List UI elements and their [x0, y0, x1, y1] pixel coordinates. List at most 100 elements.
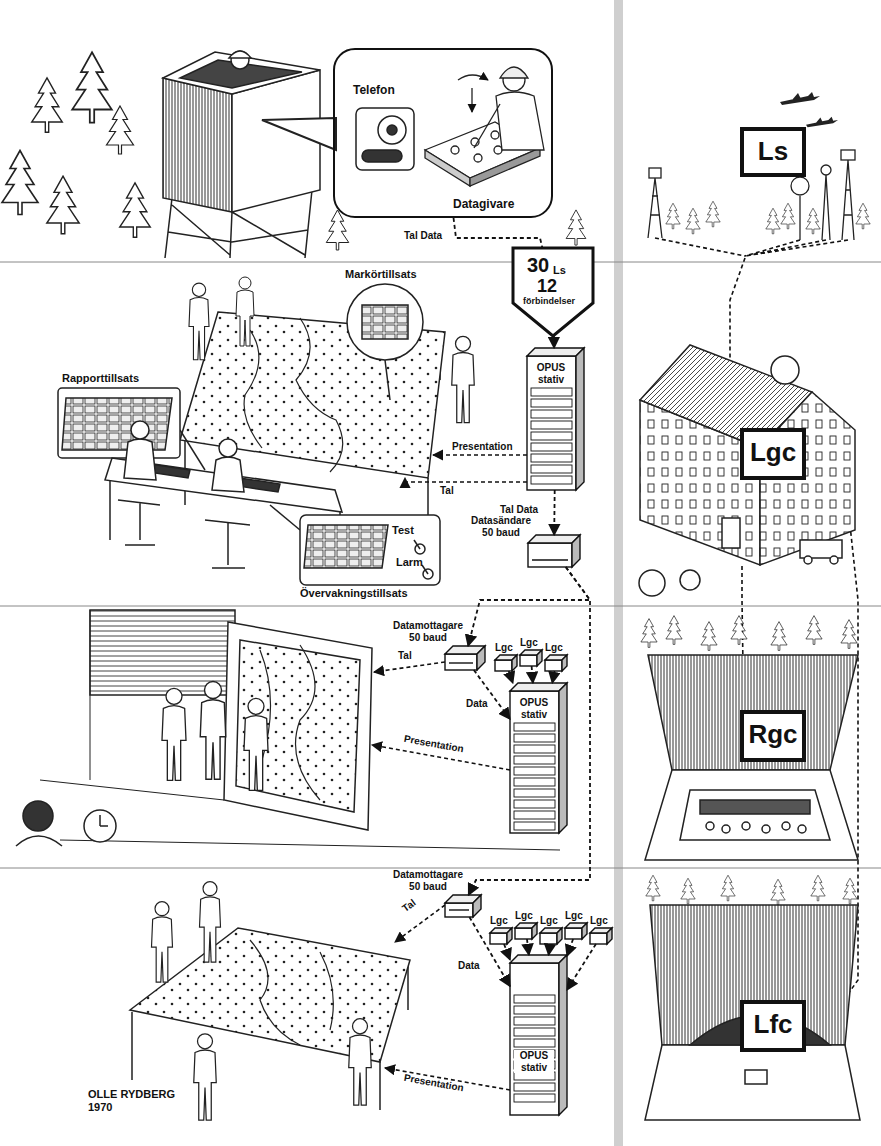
rack-drawer	[514, 723, 555, 731]
section-divider	[0, 868, 881, 869]
rack-drawer	[514, 1028, 555, 1036]
staff	[162, 688, 186, 780]
radar-station	[822, 175, 830, 240]
equipment-rack: OPUS stativ	[510, 683, 567, 833]
annotation: Övervakningstillsats	[300, 587, 408, 600]
forest	[641, 616, 857, 651]
telephone	[356, 108, 414, 170]
staff	[194, 1034, 217, 1120]
operators	[189, 277, 474, 423]
rock-shelter	[645, 655, 858, 860]
operators	[189, 283, 209, 360]
modem-box-outline	[532, 559, 568, 560]
signal-line	[374, 662, 445, 672]
modem-box-outline	[572, 535, 580, 567]
signal-line	[405, 478, 527, 482]
staff	[200, 882, 221, 963]
monitoring-unit	[422, 565, 428, 574]
node-label: Lgc	[590, 915, 608, 927]
equipment-rack-outline	[510, 955, 567, 963]
equipment-rack-outline	[510, 963, 559, 1115]
rack-drawer	[514, 756, 555, 764]
forest	[72, 52, 112, 122]
rock-shelter	[645, 770, 858, 860]
equipment-rack-outline	[510, 955, 567, 1115]
marker-unit	[385, 360, 390, 400]
soldier	[474, 67, 544, 150]
connector	[527, 939, 529, 955]
node-label: Datamottagare 50 baud	[390, 620, 466, 643]
rack-drawer	[531, 432, 572, 440]
aircraft	[780, 92, 820, 105]
lgc-unit: Lgc	[565, 923, 587, 939]
annotation: Presentation	[403, 1072, 465, 1094]
node-label: förbindelser	[523, 296, 575, 306]
rack-drawer	[531, 476, 572, 484]
forest	[120, 183, 151, 237]
building	[804, 556, 812, 564]
annotation: Presentation	[403, 733, 465, 755]
rack-drawer	[531, 421, 572, 429]
modem-box-outline	[449, 662, 473, 663]
clock	[84, 810, 116, 842]
level-tag: Rgc	[740, 710, 806, 762]
lgc-unit-outline	[512, 655, 517, 671]
forest	[811, 875, 825, 901]
equipment-rack-outline	[510, 683, 567, 691]
radar-station	[648, 178, 662, 238]
marker-unit	[362, 305, 408, 339]
operator-desk	[118, 500, 160, 545]
data-transmitter	[474, 154, 482, 162]
equipment-rack-outline	[510, 691, 559, 833]
forest	[806, 208, 820, 234]
signal-line	[405, 455, 527, 482]
modem-box-outline	[445, 895, 481, 917]
signal-line	[372, 662, 510, 770]
telephone	[356, 108, 414, 170]
data-transmitter	[451, 146, 459, 154]
radar-station	[821, 165, 831, 175]
rack-drawer	[531, 410, 572, 418]
lgc-unit-outline	[540, 928, 562, 944]
forest	[856, 203, 870, 229]
rock-cave	[645, 905, 860, 1120]
node-label: 30	[527, 254, 549, 277]
signal-line	[372, 745, 510, 770]
lookout-tower	[163, 51, 320, 258]
forest	[646, 875, 660, 901]
rack-drawer	[531, 388, 572, 396]
rock-shelter	[648, 655, 858, 770]
forest	[781, 203, 795, 229]
rack-drawer	[531, 399, 572, 407]
node-label: Lgc	[565, 910, 583, 922]
equipment-rack: OPUS stativ	[527, 348, 584, 490]
forest	[686, 208, 700, 234]
equipment-rack-outline	[527, 356, 576, 490]
connector	[552, 671, 554, 683]
marker-unit	[347, 284, 423, 400]
rack-drawer	[514, 1094, 555, 1102]
edge-label: Data	[466, 698, 488, 710]
lgc-unit-outline	[565, 928, 582, 939]
lgc-unit-outline	[490, 933, 507, 944]
node-label: Lgc	[495, 642, 513, 654]
aircraft	[806, 117, 838, 127]
building	[680, 570, 700, 590]
staff	[152, 882, 372, 1120]
lgc-unit-outline	[532, 923, 537, 939]
wall	[40, 610, 560, 850]
connector	[567, 939, 573, 956]
annotation: Markörtillsats	[345, 268, 417, 281]
staff	[200, 681, 226, 779]
connector	[454, 218, 543, 248]
rack-drawer	[514, 1083, 555, 1091]
node-label: Ls	[553, 264, 566, 277]
connection-arrow-outline	[513, 248, 593, 336]
operators	[452, 336, 475, 422]
monitoring-unit	[300, 515, 440, 585]
forest	[681, 878, 695, 904]
